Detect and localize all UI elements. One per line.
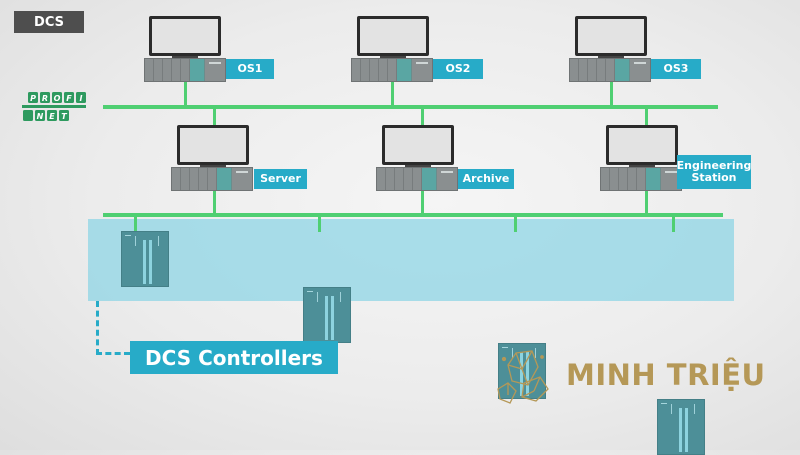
crystal-logo-icon [497, 350, 549, 404]
terminal-bus-line [103, 213, 723, 217]
engineering-station-label: Engineering Station [677, 155, 751, 189]
dcs-controller-4[interactable] [657, 399, 705, 455]
controller-3-connection [514, 215, 517, 232]
server-label: Server [254, 169, 307, 189]
pc-rack-icon [569, 58, 651, 82]
engineering-station[interactable] [600, 125, 682, 191]
brand-name: MINH TRIỆU [566, 358, 766, 392]
server-station[interactable] [171, 125, 253, 191]
monitor-icon [382, 125, 454, 165]
monitor-stand [380, 56, 406, 58]
profinet-letter: R [42, 94, 48, 103]
server-uplink [213, 107, 216, 126]
profinet-letter: O [54, 94, 61, 103]
operator-station-os2[interactable] [351, 16, 433, 82]
dcs-controllers-callout: DCS Controllers [130, 341, 338, 374]
monitor-stand [405, 165, 431, 167]
engineering-label-line2: Station [691, 171, 737, 184]
dcs-controller-2[interactable] [303, 287, 351, 343]
os2-label: OS2 [433, 59, 483, 79]
controller-2-connection [318, 215, 321, 232]
engineering-downlink [645, 189, 648, 215]
archive-label: Archive [458, 169, 514, 189]
plant-bus-line [103, 105, 718, 109]
profinet-letter: F [66, 94, 72, 103]
dcs-controller-1[interactable] [121, 231, 169, 287]
profinet-letter: N [37, 112, 44, 121]
server-downlink [213, 189, 216, 215]
monitor-stand [172, 56, 198, 58]
os2-connection [391, 80, 394, 107]
monitor-icon [575, 16, 647, 56]
monitor-stand [200, 165, 226, 167]
pc-rack-icon [144, 58, 226, 82]
callout-connector [96, 301, 130, 355]
archive-station[interactable] [376, 125, 458, 191]
pc-rack-icon [600, 167, 682, 191]
profinet-letter: T [61, 112, 67, 121]
monitor-icon [357, 16, 429, 56]
os1-connection [184, 80, 187, 107]
controller-4-connection [672, 215, 675, 232]
engineering-uplink [645, 107, 648, 126]
archive-uplink [421, 107, 424, 126]
profinet-letter: I [80, 94, 83, 103]
pc-rack-icon [351, 58, 433, 82]
profinet-letter: E [49, 112, 55, 121]
operator-station-os3[interactable] [569, 16, 651, 82]
profinet-letter: P [30, 94, 36, 103]
monitor-stand [598, 56, 624, 58]
os3-label: OS3 [651, 59, 701, 79]
diagram-title: DCS [14, 11, 84, 33]
controllers-area [88, 219, 734, 301]
operator-station-os1[interactable] [144, 16, 226, 82]
monitor-stand [629, 165, 655, 167]
controller-1-connection [134, 215, 137, 232]
profinet-logo-icon: P R O F I N E T [22, 92, 86, 121]
monitor-icon [606, 125, 678, 165]
os1-label: OS1 [226, 59, 274, 79]
monitor-icon [177, 125, 249, 165]
engineering-label-line1: Engineering [676, 159, 752, 172]
archive-downlink [421, 189, 424, 215]
monitor-icon [149, 16, 221, 56]
pc-rack-icon [376, 167, 458, 191]
pc-rack-icon [171, 167, 253, 191]
os3-connection [610, 80, 613, 107]
